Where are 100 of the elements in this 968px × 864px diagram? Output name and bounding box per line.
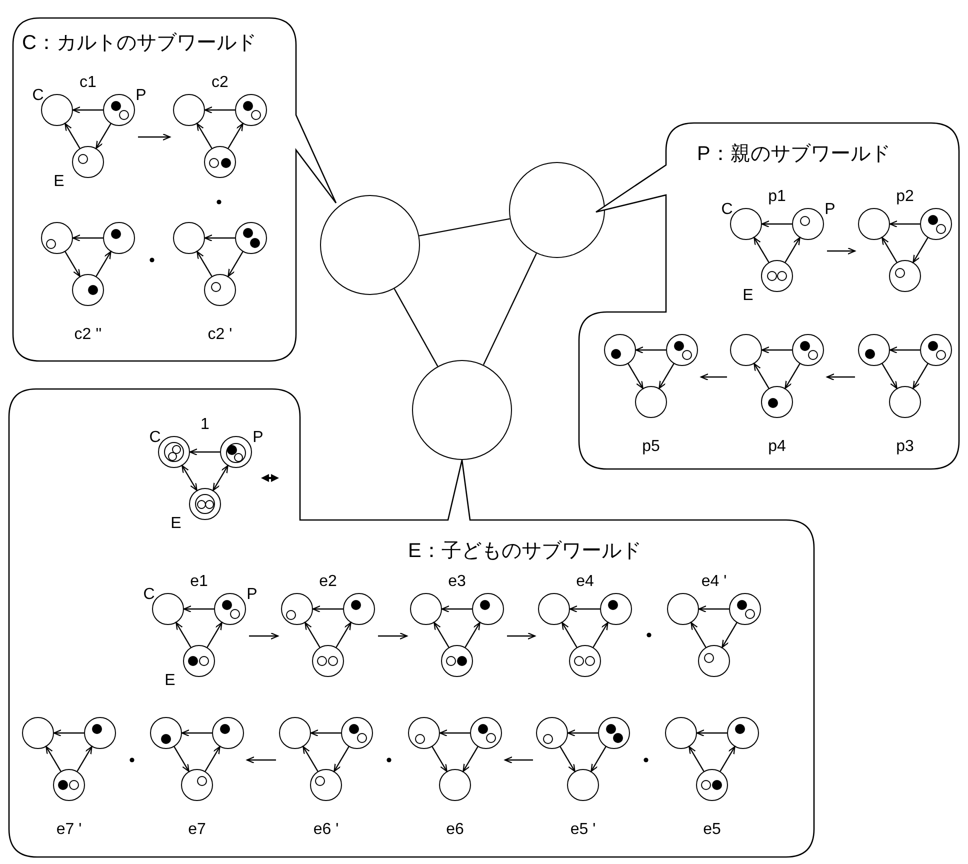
transition-arrow [378,632,408,640]
connector-line [482,253,537,366]
state-label: c2 '' [73,326,103,344]
transition-arrow [249,632,279,640]
arrow [882,237,898,263]
arrow [784,363,800,389]
panel-title: C：カルトのサブワールド [22,31,256,55]
arrow [784,237,800,263]
arrow [312,605,343,613]
arrow [182,465,198,491]
arrow [196,123,212,149]
state-label: c1 [78,74,98,92]
state-label: e7 [187,821,207,839]
arrow [592,622,608,648]
arrow [96,123,112,149]
state-label: e4 [575,573,595,591]
arrow [462,746,478,772]
vertex-letter: C [149,429,161,447]
arrow [754,363,770,389]
arrow [720,746,736,772]
arrow [196,251,212,277]
transition-arrow [504,756,533,764]
arrow [204,106,235,114]
panel-title: E：子どものサブワールド [408,539,642,563]
arrow [334,746,350,772]
state-label: e5 [702,821,722,839]
arrow [560,746,576,772]
state-label: e4 ' [700,573,728,591]
arrow [176,622,192,648]
state-label: e6 ' [312,821,340,839]
transition-arrow [700,373,727,381]
vertex-letter: E [54,173,64,191]
transition-arrow [507,632,536,640]
arrow [562,622,578,648]
arrow [441,605,472,613]
vertex-letter: P [246,586,258,604]
transition-arrow [138,133,171,141]
arrow [96,251,112,277]
state-label: e3 [447,573,467,591]
arrow [698,605,729,613]
arrow [690,622,706,648]
arrow [204,746,220,772]
state-label: e5 ' [569,821,597,839]
arrow [761,346,792,354]
state-label: p5 [641,438,661,456]
arrow [754,237,770,263]
arrow [439,729,470,737]
transition-arrow [246,756,276,764]
connector-line [418,218,510,236]
vertex-letter: P [824,201,836,219]
vertex-letter: C [721,201,733,219]
vertex-letter: P [252,429,264,447]
vertex-letter: P [136,87,146,105]
connector-line [394,288,438,367]
arrow [72,106,103,114]
state-label: 1 [200,416,210,434]
state-label: c2 [210,74,230,92]
arrow [64,251,80,277]
arrow [912,363,928,389]
arrow [46,746,62,772]
arrow [722,622,738,648]
state-label: e7 ' [55,821,83,839]
arrow [688,746,704,772]
arrow [912,237,928,263]
arrow [696,729,727,737]
arrow [72,234,103,242]
arrow [761,220,792,228]
arrow [204,234,235,242]
arrow [189,448,220,456]
vertex-letter: C [32,87,44,105]
vertex-letter: E [170,515,182,533]
arrow [310,729,341,737]
state-label: p4 [767,438,787,456]
arrow [889,346,920,354]
state-label: e1 [189,573,209,591]
arrow [304,622,320,648]
arrow [302,746,318,772]
state-label: p2 [895,188,915,206]
panel-title: P：親のサブワールド [697,142,890,166]
arrow [569,605,600,613]
arrow [228,123,244,149]
arrow [76,746,92,772]
arrow [590,746,606,772]
state-label: c2 ' [206,326,234,344]
arrow [336,622,352,648]
state-label: e6 [445,821,465,839]
state-label: p3 [895,438,915,456]
arrow [658,363,674,389]
arrow [889,220,920,228]
arrow [206,622,222,648]
vertex-letter: C [143,586,155,604]
arrow [212,465,228,491]
arrow [432,746,448,772]
state-label: e2 [318,573,338,591]
transition-arrow [827,247,856,255]
transition-arrow [826,373,855,381]
arrow [64,123,80,149]
vertex-letter: E [164,672,176,690]
arrow [228,251,244,277]
arrow [181,729,212,737]
